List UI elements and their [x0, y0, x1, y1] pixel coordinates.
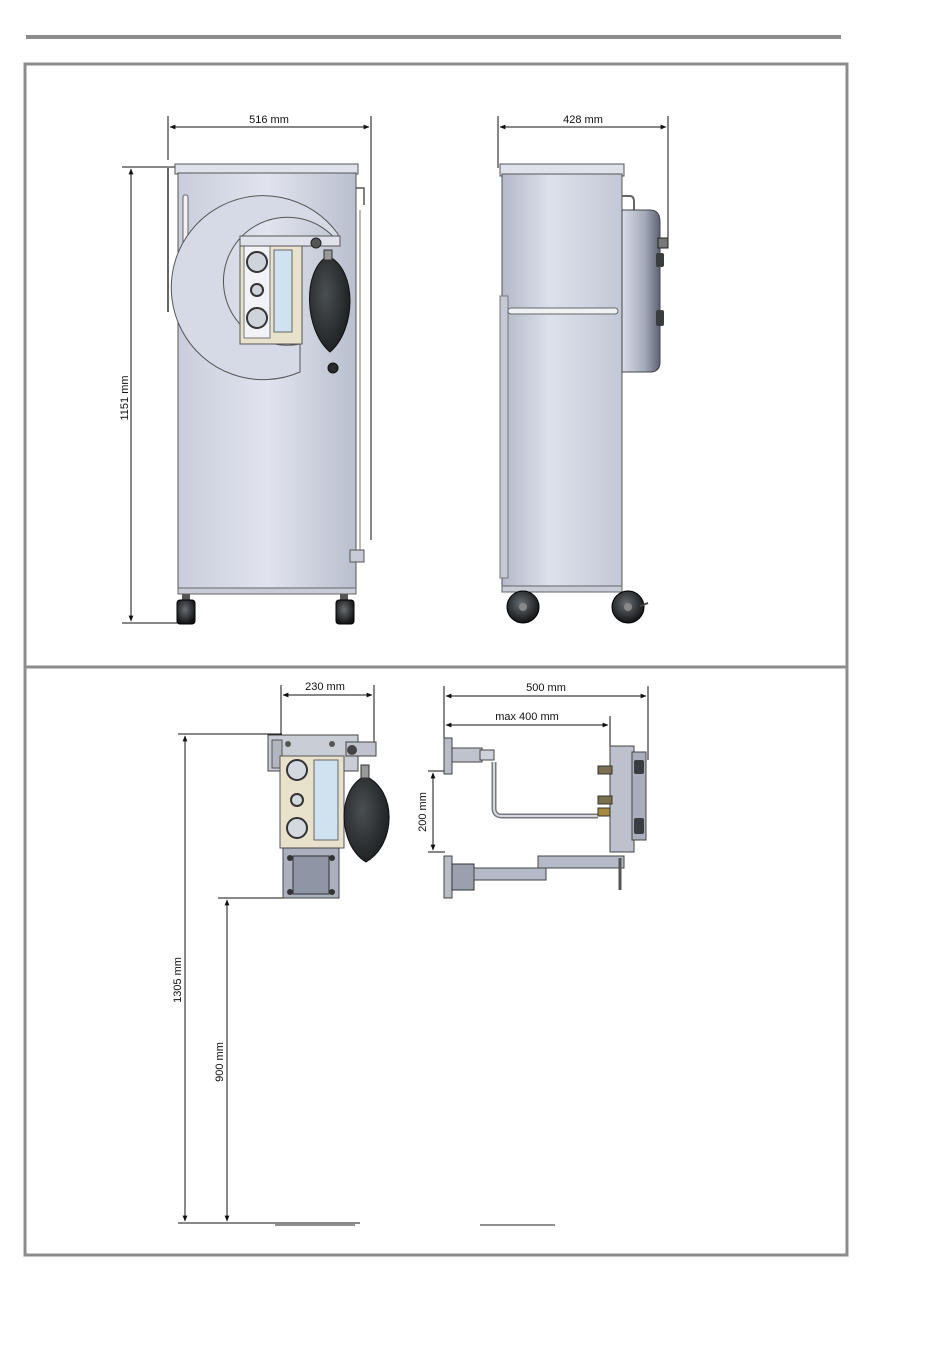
wall-unit-front-view: 230 mm 1305 mm 900 mm — [172, 681, 555, 1225]
cabinet-front-view: 516 mm 1151 mm — [119, 114, 371, 624]
total-height-dimension-label: 1305 mm — [172, 957, 184, 1003]
flow-knob-bottom — [247, 308, 267, 328]
top-panel-frame — [25, 64, 847, 667]
depth-dimension-label: 428 mm — [563, 114, 603, 126]
height-dimension-label: 1151 mm — [119, 375, 131, 420]
side-body — [502, 174, 622, 589]
bracket-spacing-dimension-label: 200 mm — [417, 792, 429, 832]
reach-dimension-label: 500 mm — [526, 682, 566, 694]
header-rule — [26, 35, 841, 39]
bottom-panel-frame — [25, 667, 847, 1255]
flow-tube — [274, 250, 292, 332]
side-wheel-left — [507, 591, 539, 623]
swing-arm — [474, 868, 546, 880]
gas-pipe — [494, 762, 598, 816]
side-handle — [508, 308, 618, 314]
wall-unit-side-body — [610, 746, 634, 852]
side-drum — [622, 210, 660, 372]
wall-width-dimension-label: 230 mm — [305, 681, 345, 693]
width-dimension-label: 516 mm — [249, 114, 289, 126]
cabinet-side-view: 428 mm — [498, 114, 668, 623]
front-caster-right — [336, 594, 354, 624]
front-caster-left — [177, 594, 195, 624]
side-wheel-right — [612, 591, 648, 623]
wall-unit-side-view: 500 mm max 400 mm 200 mm — [417, 682, 648, 898]
arm-reach-dimension-label: max 400 mm — [495, 711, 559, 723]
wall-breathing-bag — [344, 776, 389, 862]
flow-knob-top — [247, 252, 267, 272]
flow-knob-middle — [251, 284, 263, 296]
mount-height-dimension-label: 900 mm — [214, 1042, 226, 1082]
